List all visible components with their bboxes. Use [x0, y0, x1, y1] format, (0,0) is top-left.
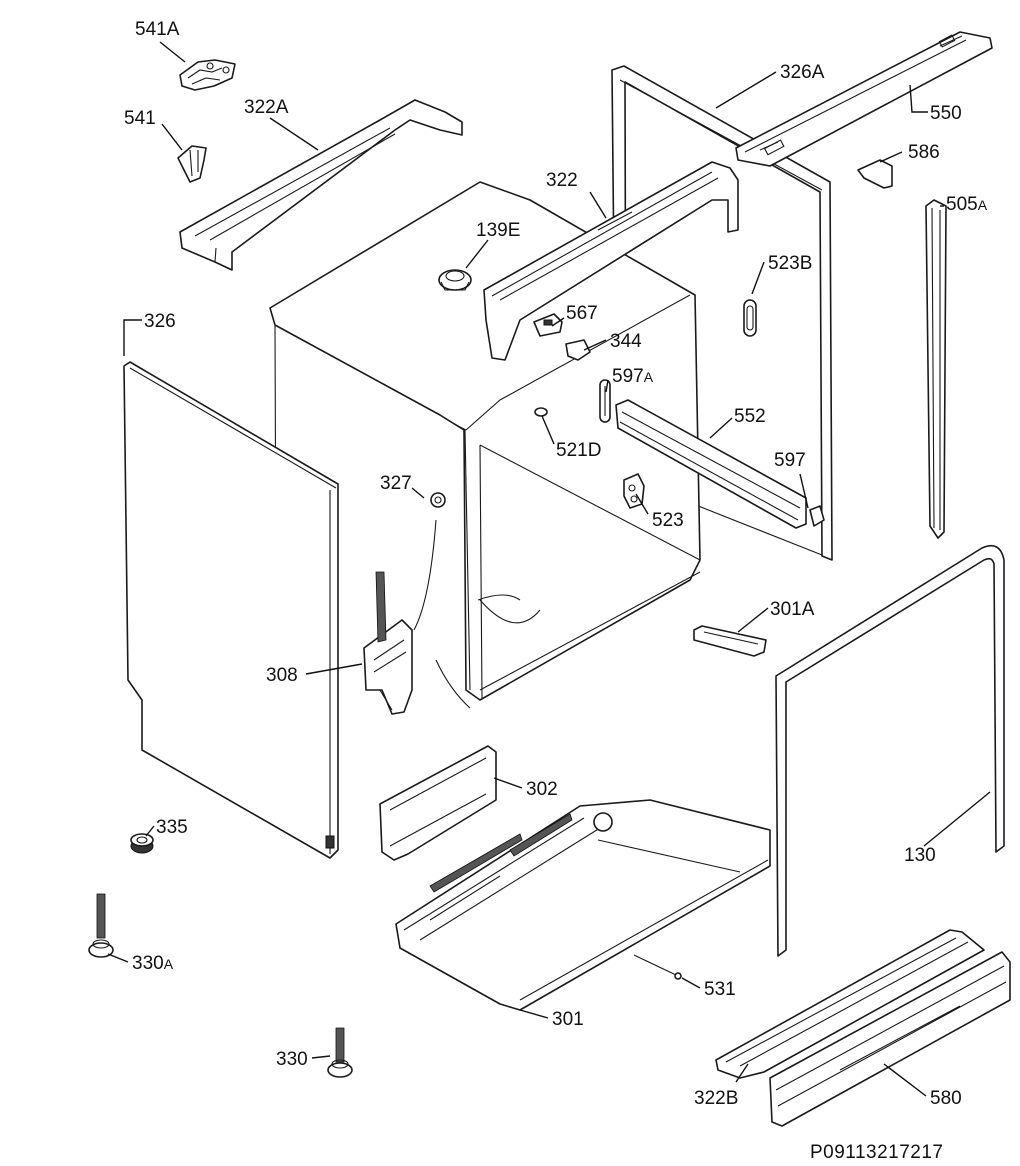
- label-552: 552: [734, 406, 766, 427]
- part-322A-drawing: [179, 99, 463, 271]
- part-322B-drawing: [715, 929, 985, 1079]
- label-531: 531: [704, 979, 736, 1000]
- part-567-drawing: [533, 313, 563, 337]
- part-550-drawing: [735, 31, 993, 167]
- part-597A-drawing: [599, 379, 611, 423]
- label-322B: 322B: [694, 1088, 738, 1109]
- label-322: 322: [546, 170, 578, 191]
- part-322-drawing: [483, 161, 739, 361]
- part-552-drawing: [615, 399, 807, 529]
- label-523: 523: [652, 510, 684, 531]
- part-327-drawing: [430, 492, 446, 508]
- part-330A-drawing: [88, 893, 114, 958]
- part-335-drawing: [130, 833, 154, 854]
- label-523B: 523B: [768, 253, 812, 274]
- label-541: 541: [124, 108, 156, 129]
- label-550: 550: [930, 103, 962, 124]
- label-302: 302: [526, 779, 558, 800]
- part-541A-drawing: [179, 59, 236, 91]
- label-580: 580: [930, 1088, 962, 1109]
- label-505A-suffix: A: [978, 197, 988, 213]
- part-301A-drawing: [693, 625, 767, 657]
- part-541-drawing: [177, 145, 207, 183]
- label-327: 327: [380, 473, 412, 494]
- label-130: 130: [904, 845, 936, 866]
- part-302-drawing: [379, 745, 497, 861]
- label-301A: 301A: [770, 599, 815, 620]
- part-586-drawing: [857, 159, 893, 189]
- label-597: 597: [774, 450, 806, 471]
- leader-lines: [107, 41, 991, 1097]
- label-326: 326: [144, 311, 176, 332]
- label-301: 301: [552, 1009, 584, 1030]
- part-521D-drawing: [534, 407, 548, 417]
- label-597A: 597A: [612, 366, 654, 387]
- part-326-drawing: [123, 361, 339, 859]
- part-597-drawing: [809, 505, 825, 527]
- label-567: 567: [566, 303, 598, 324]
- label-586: 586: [908, 142, 940, 163]
- part-130-drawing: [775, 544, 1005, 957]
- label-330A-number: 330: [132, 953, 164, 974]
- part-308-drawing: [363, 519, 471, 715]
- label-521D: 521D: [556, 440, 601, 461]
- part-330-drawing: [327, 1027, 353, 1078]
- part-labels: 541A 541 322A 326A 550 586 505A 322 139E…: [124, 19, 988, 1163]
- part-301-drawing: [395, 799, 771, 1011]
- part-523B-drawing: [743, 299, 757, 337]
- label-505A: 505A: [946, 194, 988, 215]
- label-330: 330: [276, 1049, 308, 1070]
- part-580-drawing: [769, 951, 1011, 1127]
- label-308: 308: [266, 665, 298, 686]
- drawing-code: P09113217217: [810, 1142, 944, 1163]
- label-335: 335: [156, 817, 188, 838]
- label-597A-number: 597: [612, 366, 644, 387]
- label-330A: 330A: [132, 953, 174, 974]
- part-344-drawing: [565, 339, 591, 361]
- label-505A-number: 505: [946, 194, 978, 215]
- label-597A-suffix: A: [644, 369, 654, 385]
- label-344: 344: [610, 331, 642, 352]
- label-322A: 322A: [244, 97, 289, 118]
- part-505A-drawing: [925, 199, 947, 539]
- part-531-drawing: [633, 954, 682, 980]
- part-tub-drawing: [269, 181, 701, 701]
- label-326A: 326A: [780, 62, 825, 83]
- label-541A: 541A: [135, 19, 180, 40]
- label-139E: 139E: [476, 220, 520, 241]
- part-139E-drawing: [438, 269, 472, 291]
- label-330A-suffix: A: [164, 956, 174, 972]
